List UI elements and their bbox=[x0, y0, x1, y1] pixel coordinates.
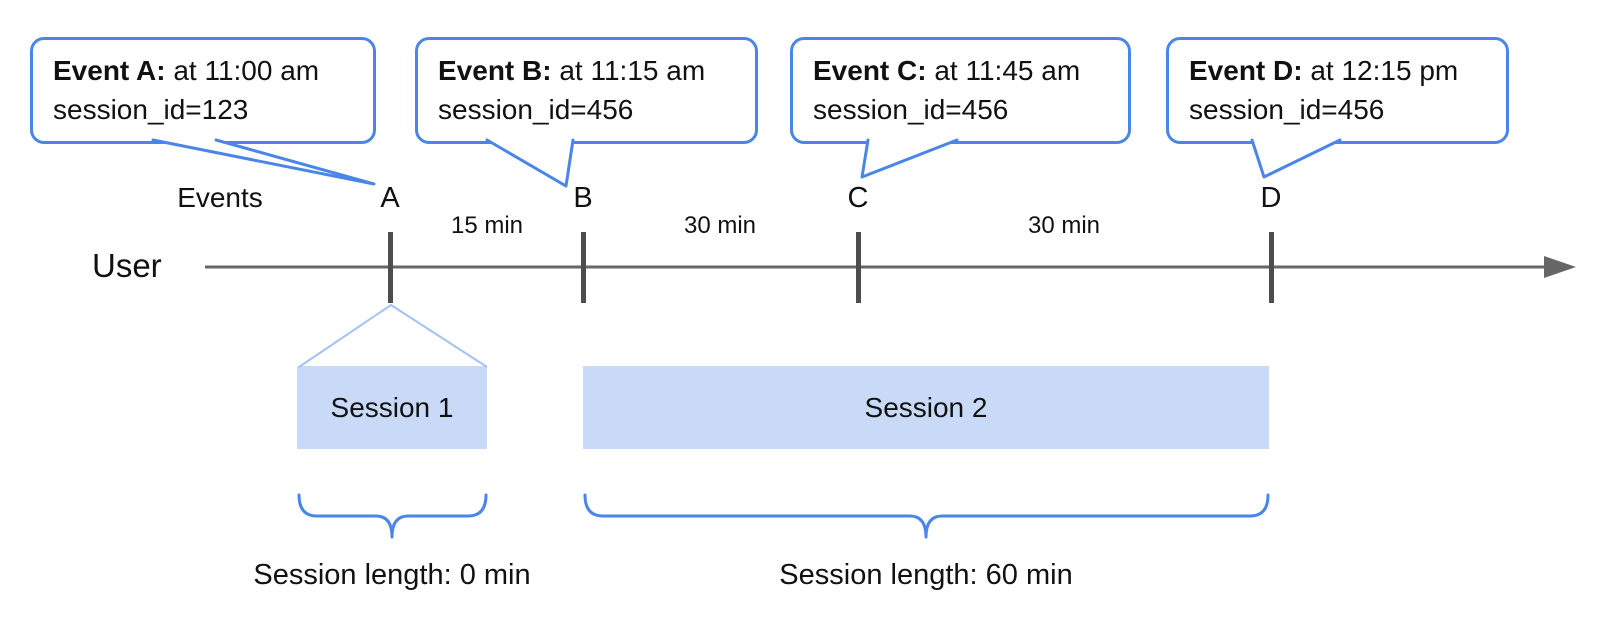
interval-label-b-c: 30 min bbox=[683, 212, 757, 239]
timeline-arrowhead-icon bbox=[1544, 256, 1576, 278]
event-a-session-id: session_id=123 bbox=[53, 94, 249, 125]
bubble-tail-a-icon bbox=[151, 138, 376, 186]
session-1-length-label: Session length: 0 min bbox=[253, 559, 531, 591]
session-2-brace bbox=[583, 493, 1270, 539]
bubble-tail-b-icon bbox=[485, 138, 575, 188]
user-row-label: User bbox=[92, 247, 162, 284]
session-2-box: Session 2 bbox=[583, 366, 1269, 449]
session-1-label: Session 1 bbox=[330, 392, 454, 423]
event-marker-b: B bbox=[573, 182, 593, 214]
event-marker-a: A bbox=[380, 182, 400, 214]
event-c-session-id: session_id=456 bbox=[813, 94, 1009, 125]
bubble-tail-d-icon bbox=[1250, 138, 1342, 179]
event-a-title: Event A: bbox=[53, 55, 166, 86]
events-row-label: Events bbox=[177, 182, 263, 213]
event-b-session-id: session_id=456 bbox=[438, 94, 634, 125]
event-b-time: at 11:15 am bbox=[551, 55, 706, 86]
interval-label-a-b: 15 min bbox=[450, 212, 524, 239]
session-1-brace bbox=[297, 493, 488, 539]
event-c-time: at 11:45 am bbox=[926, 55, 1081, 86]
event-marker-d: D bbox=[1260, 182, 1282, 214]
session-1-box: Session 1 bbox=[297, 366, 487, 449]
session-2-label: Session 2 bbox=[864, 392, 988, 423]
interval-label-c-d: 30 min bbox=[1027, 212, 1101, 239]
session-2-length-label: Session length: 60 min bbox=[779, 559, 1073, 591]
event-d-title: Event D: bbox=[1189, 55, 1303, 86]
bubble-tail-c-icon bbox=[860, 138, 959, 179]
event-d-time: at 12:15 pm bbox=[1302, 55, 1459, 86]
session-1-funnel bbox=[298, 303, 488, 368]
event-marker-c: C bbox=[847, 182, 869, 214]
event-c-title: Event C: bbox=[813, 55, 927, 86]
event-d-session-id: session_id=456 bbox=[1189, 94, 1385, 125]
event-b-title: Event B: bbox=[438, 55, 552, 86]
event-c-bubble: Event C: at 11:45 am session_id=456 bbox=[790, 37, 1131, 144]
event-b-bubble: Event B: at 11:15 am session_id=456 bbox=[415, 37, 758, 144]
event-d-bubble: Event D: at 12:15 pm session_id=456 bbox=[1166, 37, 1509, 144]
event-a-bubble: Event A: at 11:00 am session_id=123 bbox=[30, 37, 376, 144]
event-a-time: at 11:00 am bbox=[165, 55, 320, 86]
